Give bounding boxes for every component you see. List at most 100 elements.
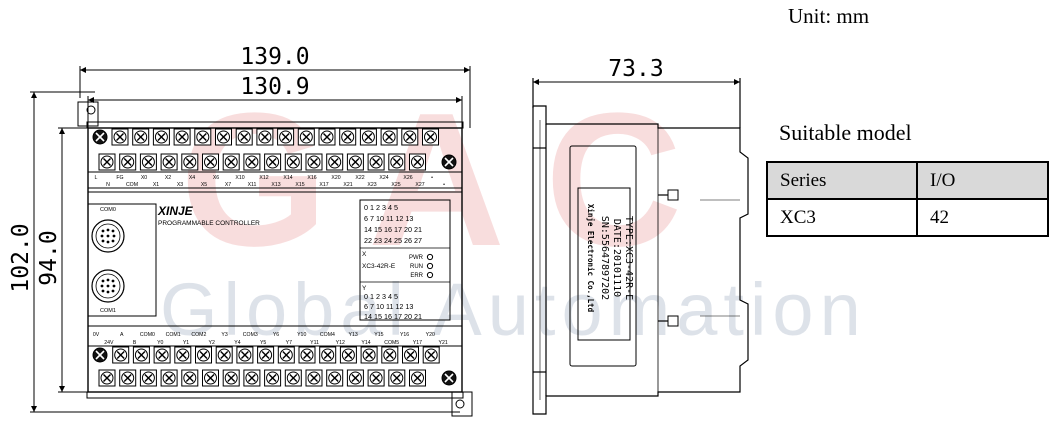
- terminal-label: X10: [235, 175, 244, 181]
- terminal-label: COM1: [166, 332, 181, 338]
- terminal-screw: [305, 153, 323, 171]
- y-led-row: 14 15 16 17 20 21: [364, 312, 422, 321]
- terminal-label: COM2: [191, 332, 206, 338]
- terminal-screw: [215, 128, 232, 146]
- terminal-label: COM5: [384, 340, 399, 346]
- side-label-line: SN:55647897202: [599, 216, 610, 300]
- terminal-label: COM3: [243, 332, 258, 338]
- terminal-label: Y14: [361, 340, 370, 346]
- terminal-screw: [174, 346, 192, 364]
- table-row: XC3 42: [766, 198, 1049, 237]
- table-header-row: Series I/O: [766, 161, 1049, 200]
- terminal-screw: [264, 369, 282, 387]
- terminal-label: X27: [415, 182, 424, 188]
- terminal-screw-black: [441, 370, 457, 386]
- terminal-screw: [257, 346, 275, 364]
- terminal-screw: [236, 346, 254, 364]
- status-led-label: ERR: [410, 273, 423, 279]
- terminal-label: Y6: [273, 332, 279, 338]
- terminal-label: X7: [225, 182, 231, 188]
- terminal-screw: [388, 153, 406, 171]
- com-port: COM1: [91, 269, 125, 314]
- terminal-label: X17: [319, 182, 328, 188]
- terminal-label: X14: [283, 175, 292, 181]
- terminal-label: Y12: [336, 340, 345, 346]
- y-led-row: 0 1 2 3 4 5: [364, 292, 398, 301]
- terminal-screw: [215, 346, 233, 364]
- terminal-label: Y4: [234, 340, 240, 346]
- terminal-label: Y11: [310, 340, 319, 346]
- com-port-label: COM0: [100, 207, 116, 213]
- terminal-screw: [139, 153, 157, 171]
- terminal-screw: [297, 128, 315, 146]
- dim-inner-width-text: 130.9: [240, 74, 309, 100]
- terminal-label: COM: [126, 182, 138, 188]
- terminal-label: X4: [189, 175, 195, 181]
- terminal-label: X16: [307, 175, 316, 181]
- bottom-terminal-block: 0V24VABCOM0Y0COM1Y1COM2Y2Y3Y4COM3Y5Y6Y7Y…: [88, 332, 462, 387]
- terminal-screw: [194, 128, 212, 146]
- terminal-screw: [98, 369, 116, 387]
- suitable-model-title: Suitable model: [779, 120, 912, 145]
- terminal-label: X11: [248, 182, 257, 188]
- terminal-label: Y7: [286, 340, 292, 346]
- terminal-screw: [319, 346, 337, 364]
- watermark-logo: GAC: [180, 74, 722, 286]
- cell-series: XC3: [766, 198, 918, 237]
- terminal-screw: [381, 346, 399, 364]
- terminal-screw: [173, 128, 191, 146]
- terminal-screw: [326, 153, 344, 171]
- terminal-screw: [380, 128, 398, 146]
- terminal-screw: [388, 369, 406, 387]
- terminal-screw: [298, 346, 316, 364]
- terminal-screw: [305, 369, 323, 387]
- terminal-label: Y2: [209, 340, 215, 346]
- terminal-label: X2: [165, 175, 171, 181]
- side-label: TYPE:XC3-42R-EDATE:20101110SN:5564789720…: [586, 204, 634, 312]
- y-led-label: Y: [362, 285, 367, 292]
- dim-outer-height-text: 102.0: [8, 223, 34, 292]
- terminal-screw: [360, 346, 378, 364]
- x-led-row: 14 15 16 17 20 21: [364, 225, 422, 234]
- terminal-screw-black: [92, 129, 108, 145]
- terminal-screw: [402, 346, 419, 364]
- header-io: I/O: [916, 161, 1049, 200]
- terminal-label: X24: [379, 175, 388, 181]
- terminal-screw: [284, 153, 302, 171]
- terminal-screw: [222, 369, 240, 387]
- terminal-screw: [132, 128, 150, 146]
- terminal-label: Y5: [260, 340, 266, 346]
- terminal-screw: [284, 369, 302, 387]
- header-series: Series: [766, 161, 918, 200]
- terminal-screw: [98, 153, 116, 171]
- terminal-label: X25: [391, 182, 400, 188]
- terminal-screw: [264, 153, 282, 171]
- side-label-line: TYPE:XC3-42R-E: [623, 216, 634, 300]
- led-panel: [359, 199, 451, 321]
- terminal-screw: [152, 128, 170, 146]
- terminal-screw: [256, 128, 274, 146]
- terminal-label: Y17: [413, 340, 422, 346]
- terminal-label: 0V: [93, 332, 100, 338]
- dimension-outer-width: [79, 66, 471, 128]
- terminal-screw: [346, 153, 364, 171]
- terminal-label: Y16: [400, 332, 409, 338]
- mount-hole-bottom: [455, 399, 465, 409]
- terminal-label: X15: [295, 182, 304, 188]
- terminal-label: X26: [403, 175, 412, 181]
- unit-label: Unit: mm: [788, 4, 870, 28]
- watermark-text: Global Automation: [160, 268, 867, 351]
- terminal-label: 24V: [104, 340, 114, 346]
- terminal-label: X20: [331, 175, 340, 181]
- terminal-screw: [111, 128, 129, 146]
- terminal-screw: [195, 346, 212, 364]
- mount-hole-top: [86, 105, 96, 115]
- terminal-label: X21: [343, 182, 352, 188]
- dim-side-width-text: 73.3: [608, 56, 663, 82]
- terminal-screw: [422, 346, 440, 364]
- terminal-screw: [202, 369, 219, 387]
- terminal-label: Y15: [374, 332, 383, 338]
- x-led-label: X: [362, 251, 367, 258]
- terminal-screw: [346, 369, 364, 387]
